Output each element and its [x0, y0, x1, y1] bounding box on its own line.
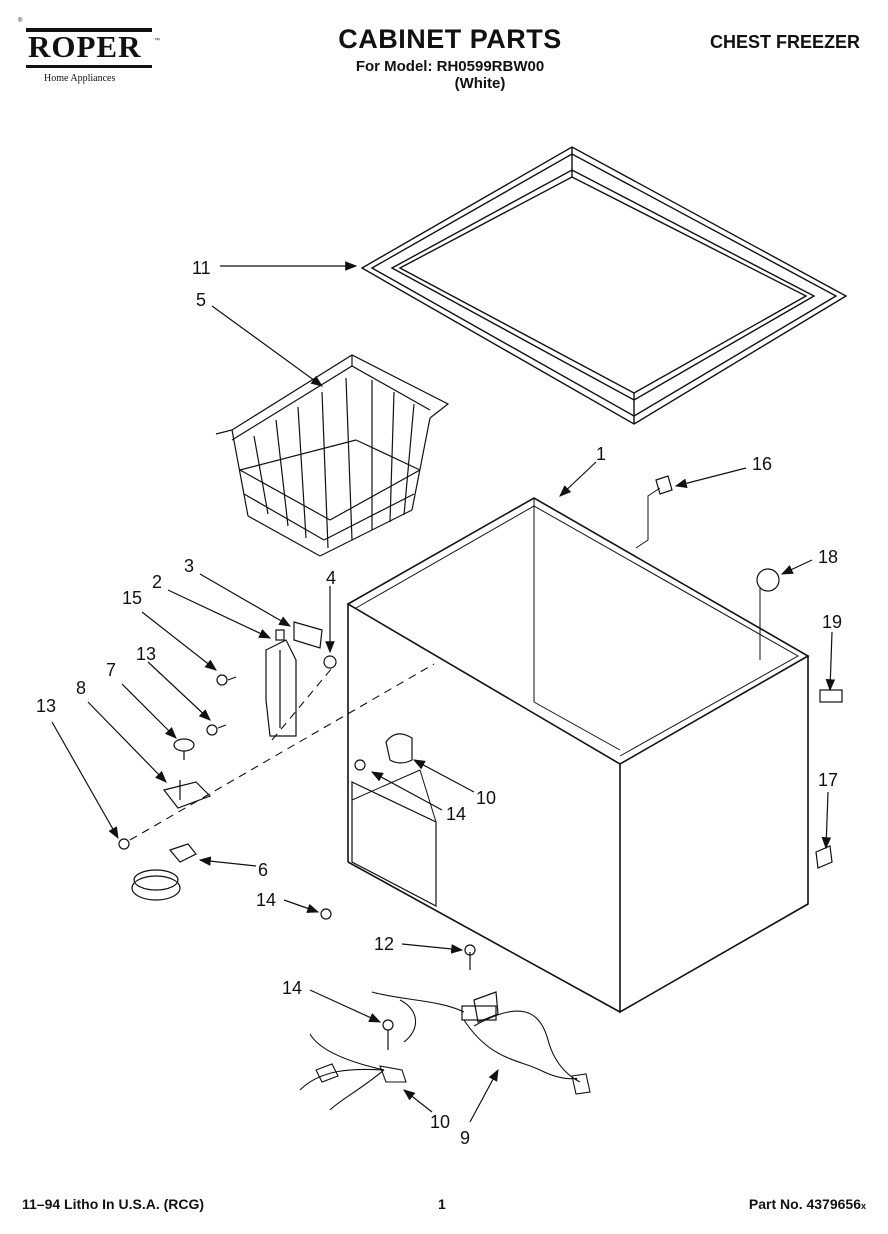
brand-name: ROPER — [28, 29, 142, 64]
cabinet — [346, 487, 810, 1014]
page-number: 1 — [438, 1196, 446, 1212]
callout-9: 9 — [460, 1128, 470, 1148]
part-number-text: Part No. 4379656 — [748, 1196, 861, 1212]
roper-logo: ROPER — [26, 28, 152, 68]
callout-16: 16 — [752, 454, 772, 474]
assembly-lines — [129, 663, 435, 841]
callout-4: 4 — [326, 568, 336, 588]
callout-10b: 10 — [430, 1112, 450, 1132]
wire-basket — [215, 354, 450, 557]
logo-rule-top — [26, 28, 152, 32]
callout-14b: 14 — [256, 890, 276, 910]
callout-labels: 11 5 1 16 18 19 3 2 15 4 13 7 8 13 10 14… — [36, 258, 842, 1148]
brand-tagline: Home Appliances — [44, 73, 116, 84]
callout-2: 2 — [152, 572, 162, 592]
callout-11: 11 — [192, 258, 211, 278]
callout-14c: 14 — [282, 978, 302, 998]
callout-1: 1 — [596, 444, 606, 464]
callout-3: 3 — [184, 556, 194, 576]
leader-lines — [51, 261, 836, 1123]
registered-mark: ® — [18, 18, 23, 24]
callout-17: 17 — [818, 770, 838, 790]
variant-label: (White) — [454, 75, 506, 92]
callout-10a: 10 — [476, 788, 496, 808]
model-line: For Model: RH0599RBW00 — [355, 58, 545, 75]
logo-rule-bottom — [26, 65, 152, 68]
trademark-mark: ™ — [154, 38, 160, 44]
callout-15: 15 — [122, 588, 142, 608]
callout-7: 7 — [106, 660, 116, 680]
part-number-suffix: x — [860, 1201, 866, 1211]
callout-14a: 14 — [446, 804, 466, 824]
wire-harness — [299, 991, 591, 1111]
callout-18: 18 — [818, 547, 838, 567]
callout-8: 8 — [76, 678, 86, 698]
callout-12: 12 — [374, 934, 394, 954]
print-info: 11–94 Litho In U.S.A. (RCG) — [22, 1196, 205, 1212]
part-number: Part No. 4379656x — [749, 1196, 866, 1212]
callout-13b: 13 — [36, 696, 56, 716]
callout-5: 5 — [196, 290, 206, 310]
lid-gasket — [360, 146, 848, 425]
callout-13a: 13 — [136, 644, 156, 664]
callout-6: 6 — [258, 860, 268, 880]
category-label: CHEST FREEZER — [709, 32, 860, 52]
hinge-parts — [118, 475, 843, 1050]
callout-19: 19 — [822, 612, 842, 632]
page-title: CABINET PARTS — [338, 24, 562, 54]
